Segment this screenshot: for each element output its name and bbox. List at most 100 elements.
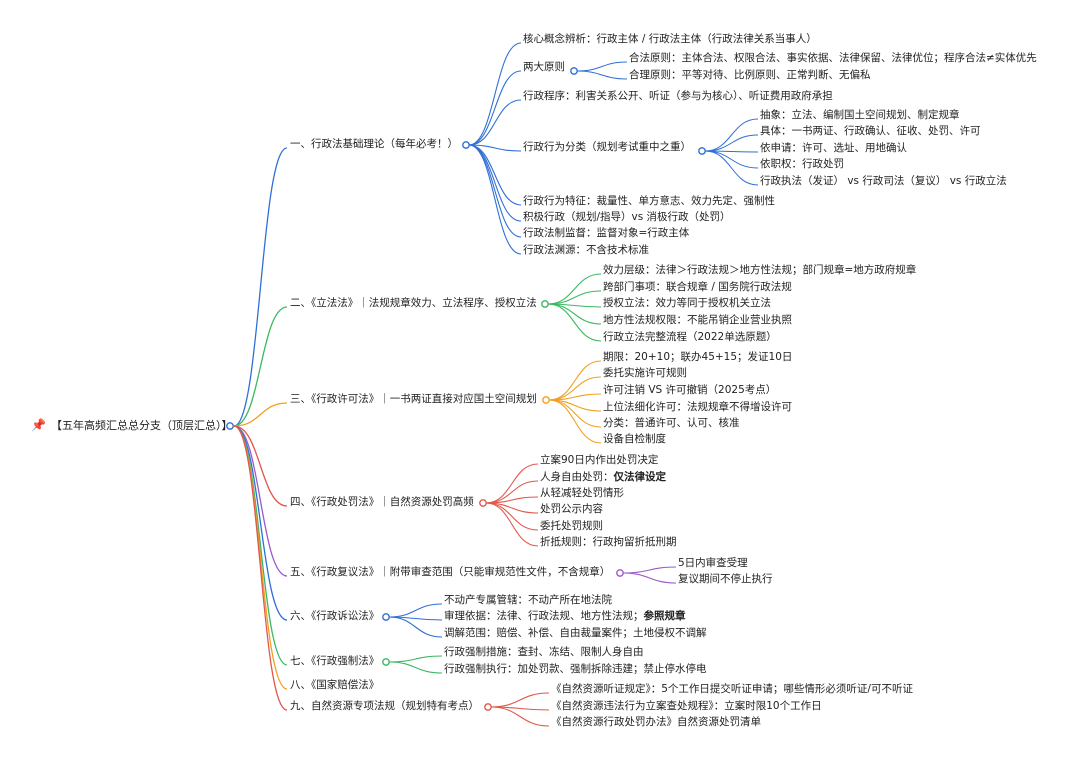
child-connector (490, 692, 550, 708)
child-node-text: 调解范围：赔偿、补偿、自由裁量案件；土地侵权不调解 (444, 627, 707, 639)
child-node[interactable]: 复议期间不停止执行 (678, 572, 773, 586)
grandchild-connector (576, 61, 628, 72)
child-node[interactable]: 上位法细化许可：法规规章不得增设许可 (603, 400, 792, 414)
child-connector (622, 572, 677, 584)
grandchild-node[interactable]: 依职权：行政处罚 (760, 157, 844, 171)
branch-connector (233, 425, 288, 577)
child-node[interactable]: 两大原则 (523, 60, 565, 74)
child-node[interactable]: 授权立法：效力等同于授权机关立法 (603, 296, 771, 310)
subbranch-collapse-dot[interactable] (698, 147, 706, 155)
child-node-text: 行政强制执行：加处罚款、强制拆除违建；禁止停水停电 (444, 663, 707, 675)
child-node[interactable]: 行政强制执行：加处罚款、强制拆除违建；禁止停水停电 (444, 662, 707, 676)
grandchild-connector (704, 134, 759, 152)
branch-node[interactable]: 一、行政法基础理论（每年必考！） (290, 137, 458, 151)
child-node-text: 地方性法规权限：不能吊销企业营业执照 (603, 314, 792, 326)
branch-collapse-dot[interactable] (616, 569, 624, 577)
child-connector (547, 273, 602, 305)
child-node-text: 《自然资源行政处罚办法》自然资源处罚清单 (551, 716, 761, 728)
branch-collapse-dot[interactable] (541, 300, 549, 308)
branch-collapse-dot[interactable] (484, 703, 492, 711)
child-node[interactable]: 行政法制监督：监督对象=行政主体 (523, 226, 689, 240)
child-node[interactable]: 行政强制措施：查封、冻结、限制人身自由 (444, 645, 644, 659)
child-node[interactable]: 行政程序：利害关系公开、听证（参与为核心）、听证费用政府承担 (523, 89, 833, 103)
child-node[interactable]: 许可注销 VS 许可撤销（2025考点） (603, 383, 776, 397)
child-node[interactable]: 审理依据：法律、行政法规、地方性法规；参照规章 (444, 609, 686, 623)
child-node[interactable]: 地方性法规权限：不能吊销企业营业执照 (603, 313, 792, 327)
grandchild-node-text: 依职权：行政处罚 (760, 158, 844, 170)
child-node[interactable]: 跨部门事项：联合规章 / 国务院行政法规 (603, 280, 792, 294)
child-connector (547, 290, 602, 305)
child-node[interactable]: 《自然资源行政处罚办法》自然资源处罚清单 (551, 715, 761, 729)
branch-node[interactable]: 二、《立法法》｜法规规章效力、立法程序、授权立法 (290, 296, 537, 310)
child-node[interactable]: 行政立法完整流程（2022单选原题） (603, 330, 777, 344)
child-node-text: 《自然资源听证规定》：5个工作日提交听证申请；哪些情形必须听证/可不听证 (551, 683, 913, 695)
branch-collapse-dot[interactable] (462, 141, 470, 149)
branch-node-text: 六、《行政诉讼法》 (290, 610, 380, 622)
child-node[interactable]: 立案90日内作出处罚决定 (540, 453, 658, 467)
child-node-text: 期限：20+10；联办45+15；发证10日 (603, 351, 793, 363)
branch-connector (233, 425, 288, 711)
child-node[interactable]: 不动产专属管辖：不动产所在地法院 (444, 593, 612, 607)
child-node-text: 授权立法：效力等同于授权机关立法 (603, 297, 771, 309)
child-node[interactable]: 行政行为特征：裁量性、单方意志、效力先定、强制性 (523, 194, 775, 208)
root-collapse-dot[interactable] (226, 422, 234, 430)
branch-node[interactable]: 七、《行政强制法》 (290, 654, 379, 668)
branch-collapse-dot[interactable] (479, 499, 487, 507)
child-node[interactable]: 《自然资源听证规定》：5个工作日提交听证申请；哪些情形必须听证/可不听证 (551, 682, 913, 696)
branch-node-text: 二、《立法法》｜法规规章效力、立法程序、授权立法 (290, 297, 537, 309)
branch-collapse-dot[interactable] (542, 396, 550, 404)
child-node[interactable]: 委托实施许可规则 (603, 366, 687, 380)
child-node-emphasis: 仅法律设定 (613, 471, 667, 483)
branch-node[interactable]: 六、《行政诉讼法》 (290, 609, 379, 623)
subbranch-collapse-dot[interactable] (570, 67, 578, 75)
branch-collapse-dot[interactable] (382, 613, 390, 621)
child-node[interactable]: 设备自检制度 (603, 432, 666, 446)
branch-connector (233, 425, 288, 666)
branch-node[interactable]: 三、《行政许可法》｜一书两证直接对应国土空间规划 (290, 392, 537, 406)
child-node[interactable]: 折抵规则：行政拘留折抵刑期 (540, 535, 677, 549)
grandchild-node[interactable]: 抽象：立法、编制国土空间规划、制定规章 (760, 108, 960, 122)
child-node[interactable]: 核心概念辨析：行政主体 / 行政法主体（行政法律关系当事人） (523, 32, 817, 46)
branch-node[interactable]: 五、《行政复议法》｜附带审查范围（只能审规范性文件，不含规章） (290, 565, 610, 579)
child-node[interactable]: 委托处罚规则 (540, 519, 603, 533)
grandchild-node[interactable]: 合理原则：平等对待、比例原则、正常判断、无偏私 (629, 68, 871, 82)
child-node[interactable]: 期限：20+10；联办45+15；发证10日 (603, 350, 792, 364)
child-node-text: 行政强制措施：查封、冻结、限制人身自由 (444, 646, 644, 658)
grandchild-node[interactable]: 行政执法（发证） vs 行政司法（复议） vs 行政立法 (760, 174, 1007, 188)
grandchild-node[interactable]: 依申请：许可、选址、用地确认 (760, 141, 907, 155)
grandchild-node-text: 合理原则：平等对待、比例原则、正常判断、无偏私 (629, 69, 871, 81)
child-node[interactable]: 行政法渊源：不含技术标准 (523, 243, 649, 257)
branch-node[interactable]: 九、自然资源专项法规（规划特有考点） (290, 699, 479, 713)
child-node[interactable]: 5日内审查受理 (678, 556, 748, 570)
child-node-text: 复议期间不停止执行 (678, 573, 773, 585)
pushpin-icon: 📌 (31, 418, 46, 432)
child-node[interactable]: 分类：普通许可、认可、核准 (603, 416, 740, 430)
child-node-text: 上位法细化许可：法规规章不得增设许可 (603, 401, 792, 413)
child-node[interactable]: 效力层级：法律＞行政法规＞地方性法规；部门规章=地方政府规章 (603, 263, 916, 277)
child-connector (468, 144, 522, 255)
root-node[interactable]: 【五年高频汇总总分支（顶层汇总）】 (51, 419, 233, 432)
branch-connector (233, 425, 288, 507)
branch-node[interactable]: 四、《行政处罚法》｜自然资源处罚高频 (290, 495, 474, 509)
child-node-emphasis: 参照规章 (643, 610, 686, 622)
child-node[interactable]: 处罚公示内容 (540, 502, 603, 516)
child-node[interactable]: 积极行政（规划/指导）vs 消极行政（处罚） (523, 210, 731, 224)
child-node[interactable]: 人身自由处罚：仅法律设定 (540, 470, 666, 484)
grandchild-node[interactable]: 合法原则：主体合法、权限合法、事实依据、法律保留、法律优位；程序合法≠实体优先 (629, 51, 1037, 65)
child-connector (468, 144, 522, 238)
child-node-text: 跨部门事项：联合规章 / 国务院行政法规 (603, 281, 792, 293)
grandchild-node[interactable]: 具体：一书两证、行政确认、征收、处罚、许可 (760, 124, 981, 138)
child-connector (547, 303, 602, 342)
child-node-text: 两大原则 (523, 61, 565, 73)
child-node[interactable]: 《自然资源违法行为立案查处规程》：立案时限10个工作日 (551, 699, 822, 713)
child-node[interactable]: 行政行为分类（规划考试重中之重） (523, 140, 691, 154)
branch-collapse-dot[interactable] (382, 658, 390, 666)
branch-node[interactable]: 八、《国家赔偿法》 (290, 678, 379, 692)
grandchild-connector (704, 118, 759, 152)
child-connector (388, 655, 443, 663)
child-node[interactable]: 调解范围：赔偿、补偿、自由裁量案件；土地侵权不调解 (444, 626, 707, 640)
child-connector (388, 616, 443, 638)
child-node[interactable]: 从轻减轻处罚情形 (540, 486, 624, 500)
